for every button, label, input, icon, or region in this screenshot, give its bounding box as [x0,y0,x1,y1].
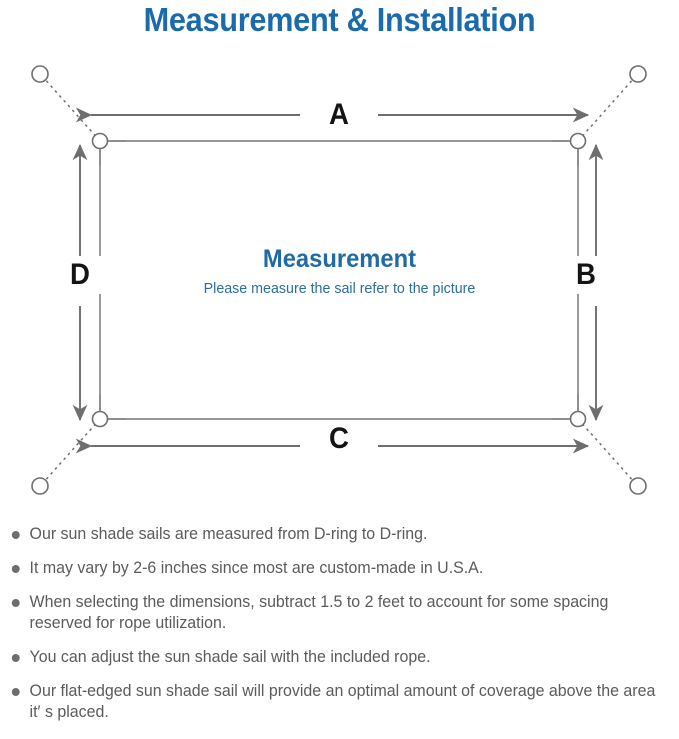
anchor-ring-top-right [629,65,647,83]
d-rings [91,132,587,428]
rope-top-left [41,75,101,142]
anchor-ring-bottom-left [31,477,49,495]
rope-bottom-left [41,418,101,485]
d-ring-top-left [91,132,109,150]
d-ring-top-right [569,132,587,150]
dimension-label-a: A [308,100,370,130]
sail-measurement-diagram: Measurement Please measure the sail refe… [0,48,679,518]
bullet-icon [11,531,20,539]
list-item: You can adjust the sun shade sail with t… [0,647,669,668]
list-item: Our sun shade sails are measured from D-… [0,524,669,545]
note-text: You can adjust the sun shade sail with t… [29,648,431,666]
bullet-icon [11,654,20,662]
bullet-icon [11,688,20,696]
dimension-label-b: B [558,256,614,294]
anchor-ropes [41,75,637,485]
note-text: Our flat-edged sun shade sail will provi… [29,682,656,721]
list-item: When selecting the dimensions, subtract … [0,592,669,634]
note-text: When selecting the dimensions, subtract … [29,593,609,632]
bullet-icon [11,565,20,573]
rope-bottom-right [577,418,637,485]
note-text: It may vary by 2-6 inches since most are… [29,559,484,577]
dimension-label-d: D [52,256,108,294]
dimension-label-c: C [308,424,370,454]
sail-outline [99,140,579,420]
anchor-ring-bottom-right [629,477,647,495]
bullet-icon [11,599,20,607]
list-item: It may vary by 2-6 inches since most are… [0,558,669,579]
anchor-rings [31,65,647,495]
notes-list: Our sun shade sails are measured from D-… [0,524,679,736]
d-ring-bottom-right [569,410,587,428]
list-item: Our flat-edged sun shade sail will provi… [0,681,669,723]
d-ring-bottom-left [91,410,109,428]
sail-corner-overlays [99,140,579,420]
anchor-ring-top-left [31,65,49,83]
rope-top-right [577,75,637,142]
page-title: Measurement & Installation [143,1,536,38]
note-text: Our sun shade sails are measured from D-… [29,525,428,543]
